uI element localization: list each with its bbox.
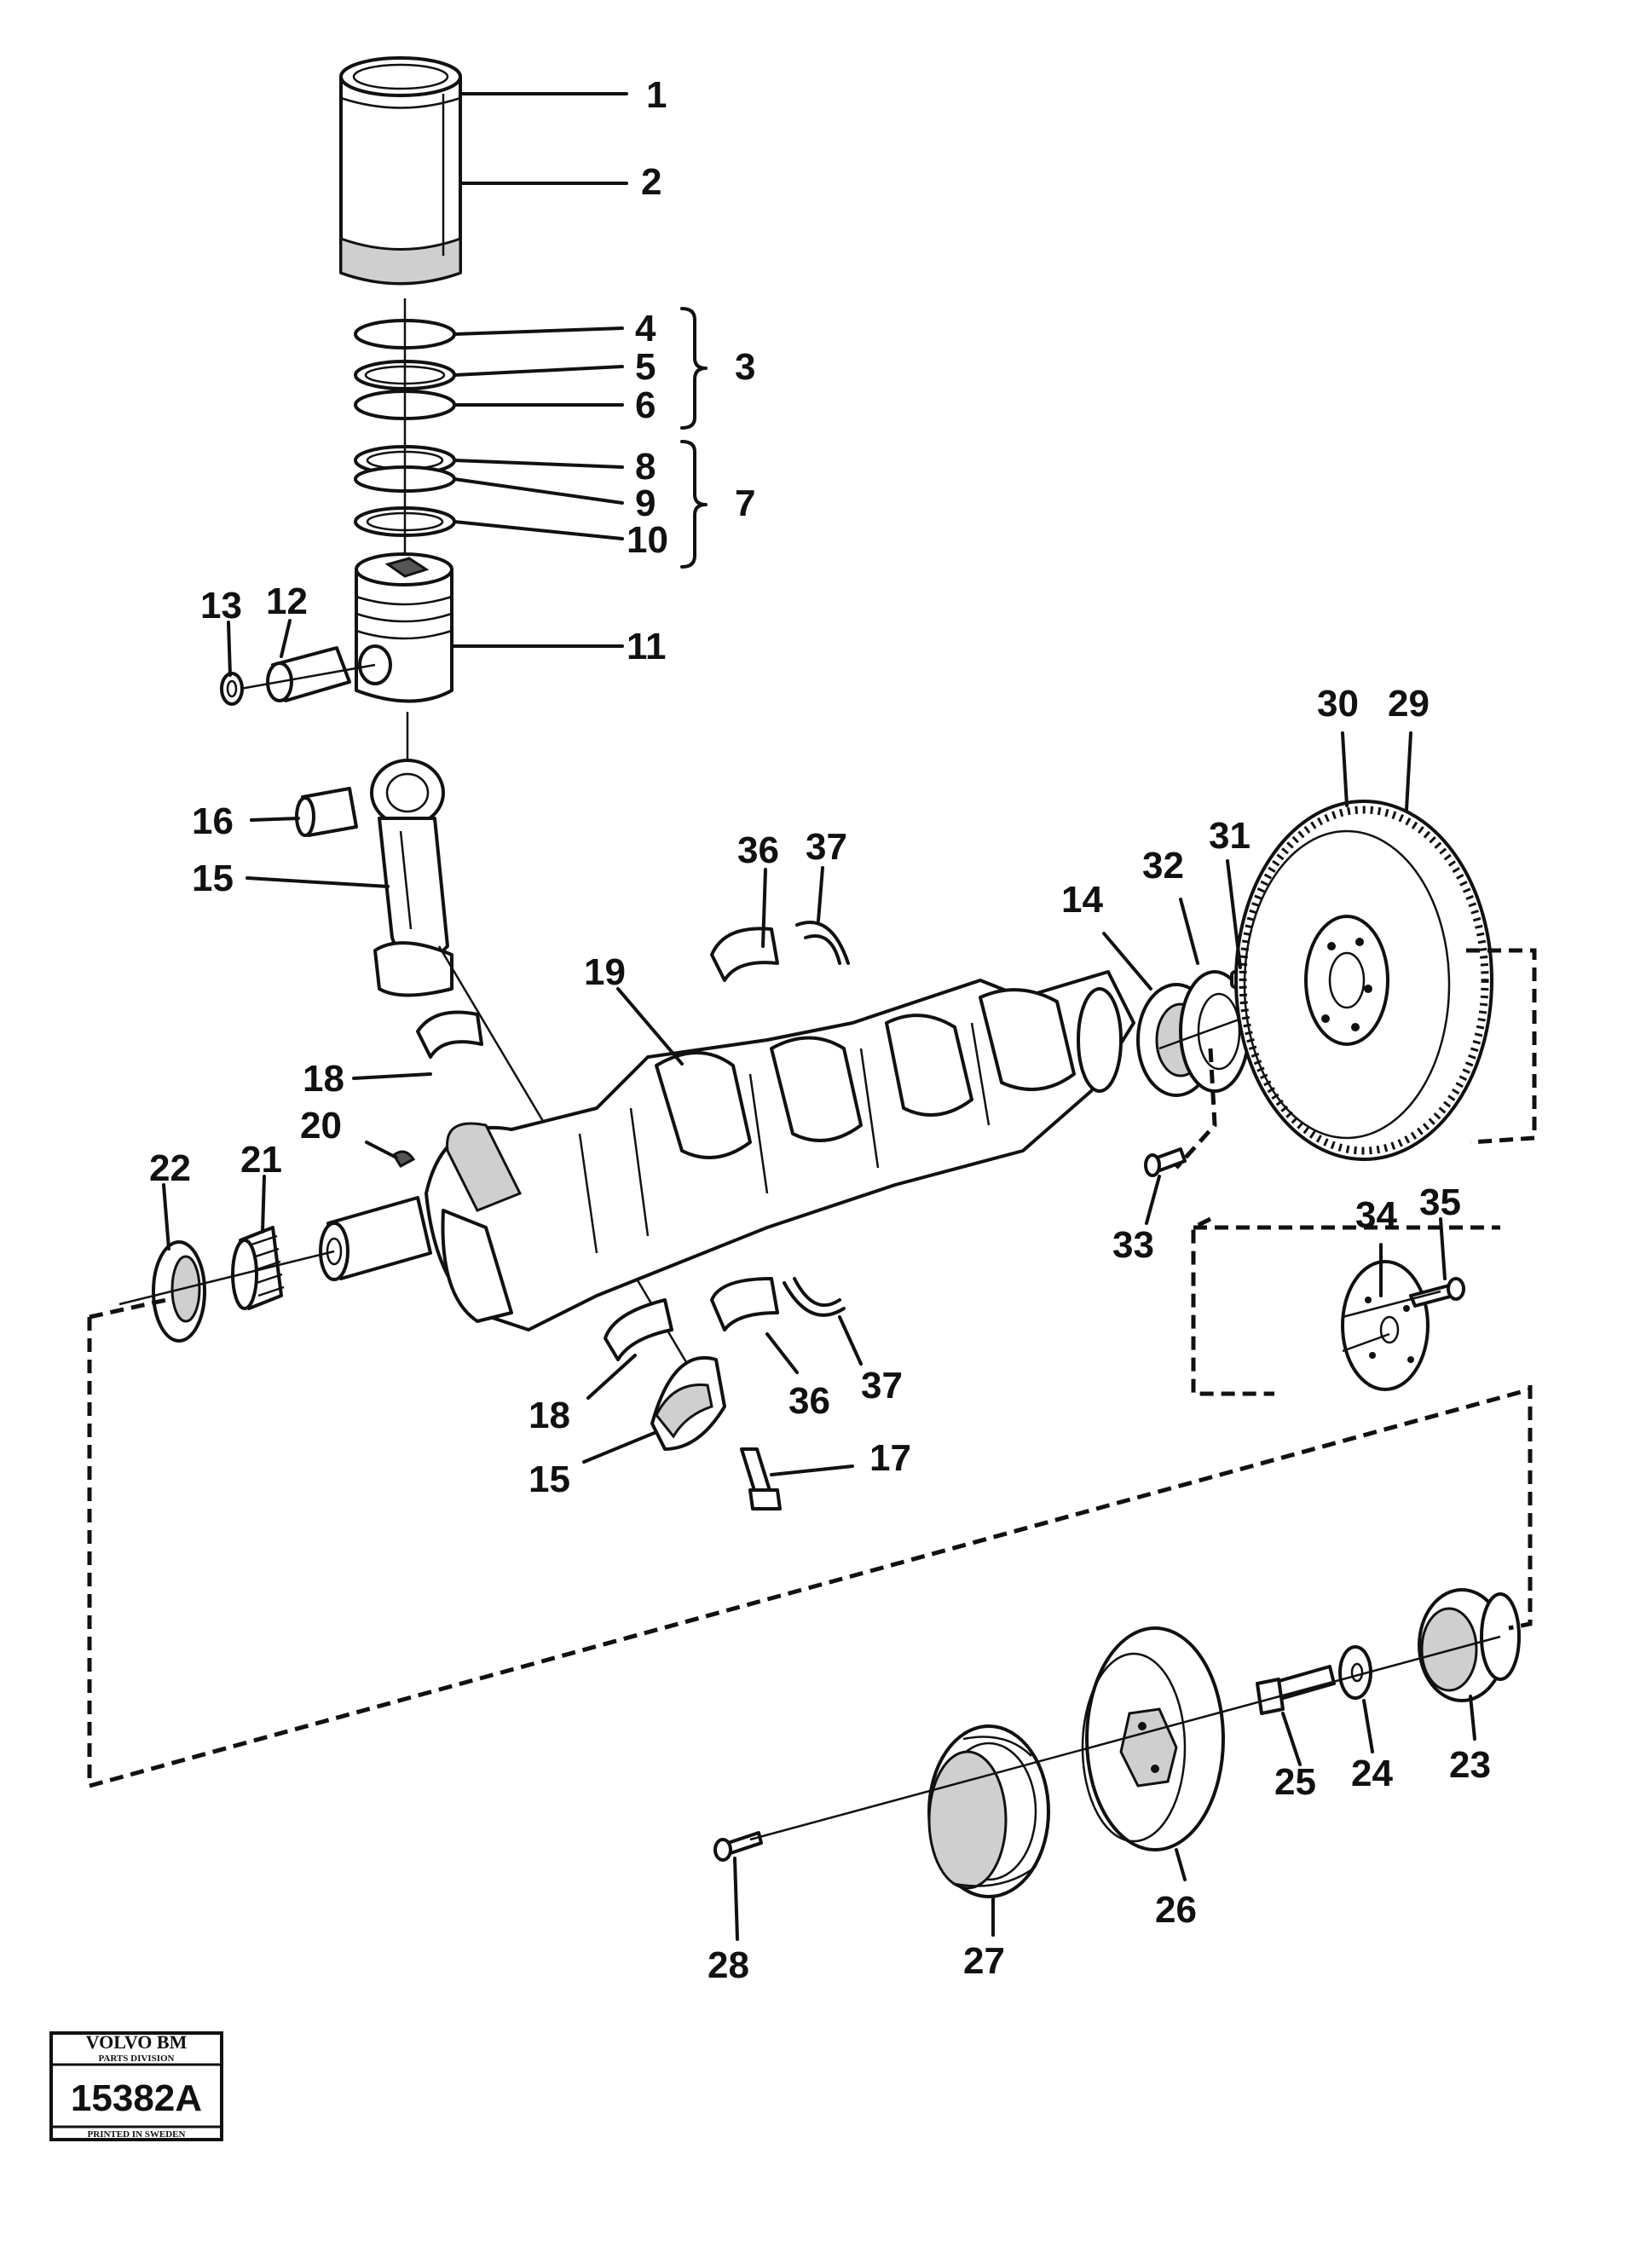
callout-6: 6: [635, 384, 656, 426]
woodruff-key: [392, 1150, 416, 1168]
connecting-rod-cap: [650, 1355, 726, 1451]
main-bearing-shell-upper: [710, 927, 779, 982]
callout-9: 9: [635, 482, 656, 524]
callout-13: 13: [200, 585, 242, 627]
stamp-number: 15382A: [71, 2077, 202, 2119]
callout-36-upper: 36: [737, 829, 779, 871]
callout-37-upper: 37: [806, 826, 847, 868]
callout-15-cap: 15: [529, 1459, 570, 1500]
callout-1: 1: [646, 74, 667, 116]
piston: [355, 552, 453, 703]
connecting-rod: [370, 759, 453, 997]
bushing: [295, 787, 358, 837]
callout-28: 28: [708, 1944, 749, 1986]
drive-plate-bolt: [1409, 1277, 1465, 1308]
callout-18-upper: 18: [303, 1058, 344, 1100]
callout-32: 32: [1142, 845, 1184, 887]
crankshaft-gear: [231, 1226, 285, 1310]
leader-lines: [162, 92, 1476, 1941]
cylinder-liner: [339, 56, 462, 286]
callout-27: 27: [963, 1940, 1005, 1982]
damper-bolt: [1256, 1665, 1336, 1715]
pulley-bolt: [713, 1831, 763, 1862]
crankshaft-pulley: [1081, 1626, 1225, 1851]
callout-25: 25: [1274, 1761, 1316, 1803]
callout-23: 23: [1449, 1744, 1491, 1786]
volvo-bm-stamp: VOLVO BM PARTS DIVISION 15382A PRINTED I…: [49, 2031, 223, 2141]
callout-labels: 1 2 4 5 6 3 8 9 10 7 11 13 12 16 15 18 2…: [149, 74, 1491, 1986]
v-belt-pulley: [927, 1724, 1050, 1898]
callout-11: 11: [627, 626, 667, 667]
crankshaft: [319, 970, 1135, 1331]
callout-10: 10: [627, 519, 668, 561]
thrust-washer-lower: [783, 1277, 846, 1317]
callout-3: 3: [735, 346, 755, 388]
stamp-brand: VOLVO BM: [86, 2031, 188, 2053]
callout-4: 4: [635, 308, 656, 349]
callout-33: 33: [1112, 1224, 1154, 1266]
callout-24: 24: [1351, 1753, 1393, 1794]
callout-31: 31: [1209, 815, 1251, 857]
callout-5: 5: [635, 346, 656, 388]
callout-26: 26: [1155, 1889, 1197, 1931]
callout-29: 29: [1388, 683, 1430, 725]
circlip: [220, 672, 244, 706]
callout-20: 20: [300, 1105, 342, 1147]
callout-34: 34: [1355, 1194, 1397, 1236]
drive-plate: [1341, 1260, 1430, 1391]
callout-7: 7: [735, 482, 755, 524]
callout-36-lower: 36: [788, 1380, 830, 1422]
callout-16: 16: [192, 800, 234, 842]
flywheel-bolt: [1144, 1147, 1187, 1177]
callout-17: 17: [869, 1437, 911, 1479]
rod-bolt: [740, 1447, 782, 1511]
stamp-printed: PRINTED IN SWEDEN: [88, 2129, 186, 2140]
main-bearing-shell-lower: [710, 1277, 779, 1331]
callout-19: 19: [584, 951, 626, 993]
thrust-washer-upper: [795, 921, 850, 965]
bearing-shell-lower: [604, 1298, 673, 1361]
ring-set-braces: [680, 307, 708, 569]
bearing-shell-upper: [416, 1010, 483, 1059]
flywheel: [1234, 800, 1493, 1161]
callout-22: 22: [149, 1147, 191, 1189]
callout-2: 2: [641, 161, 661, 203]
callout-8: 8: [635, 446, 656, 488]
callout-37-lower: 37: [861, 1365, 903, 1407]
callout-35: 35: [1419, 1181, 1461, 1223]
front-oil-seal: [152, 1240, 206, 1343]
stamp-division: PARTS DIVISION: [99, 2053, 175, 2064]
callout-12: 12: [266, 581, 308, 622]
callout-21: 21: [240, 1139, 282, 1181]
callout-18-lower: 18: [529, 1395, 570, 1436]
callout-15-rod: 15: [192, 858, 234, 899]
callout-30: 30: [1317, 683, 1359, 725]
callout-14: 14: [1061, 879, 1103, 921]
assembly-dashed-lines: [87, 948, 1537, 1789]
